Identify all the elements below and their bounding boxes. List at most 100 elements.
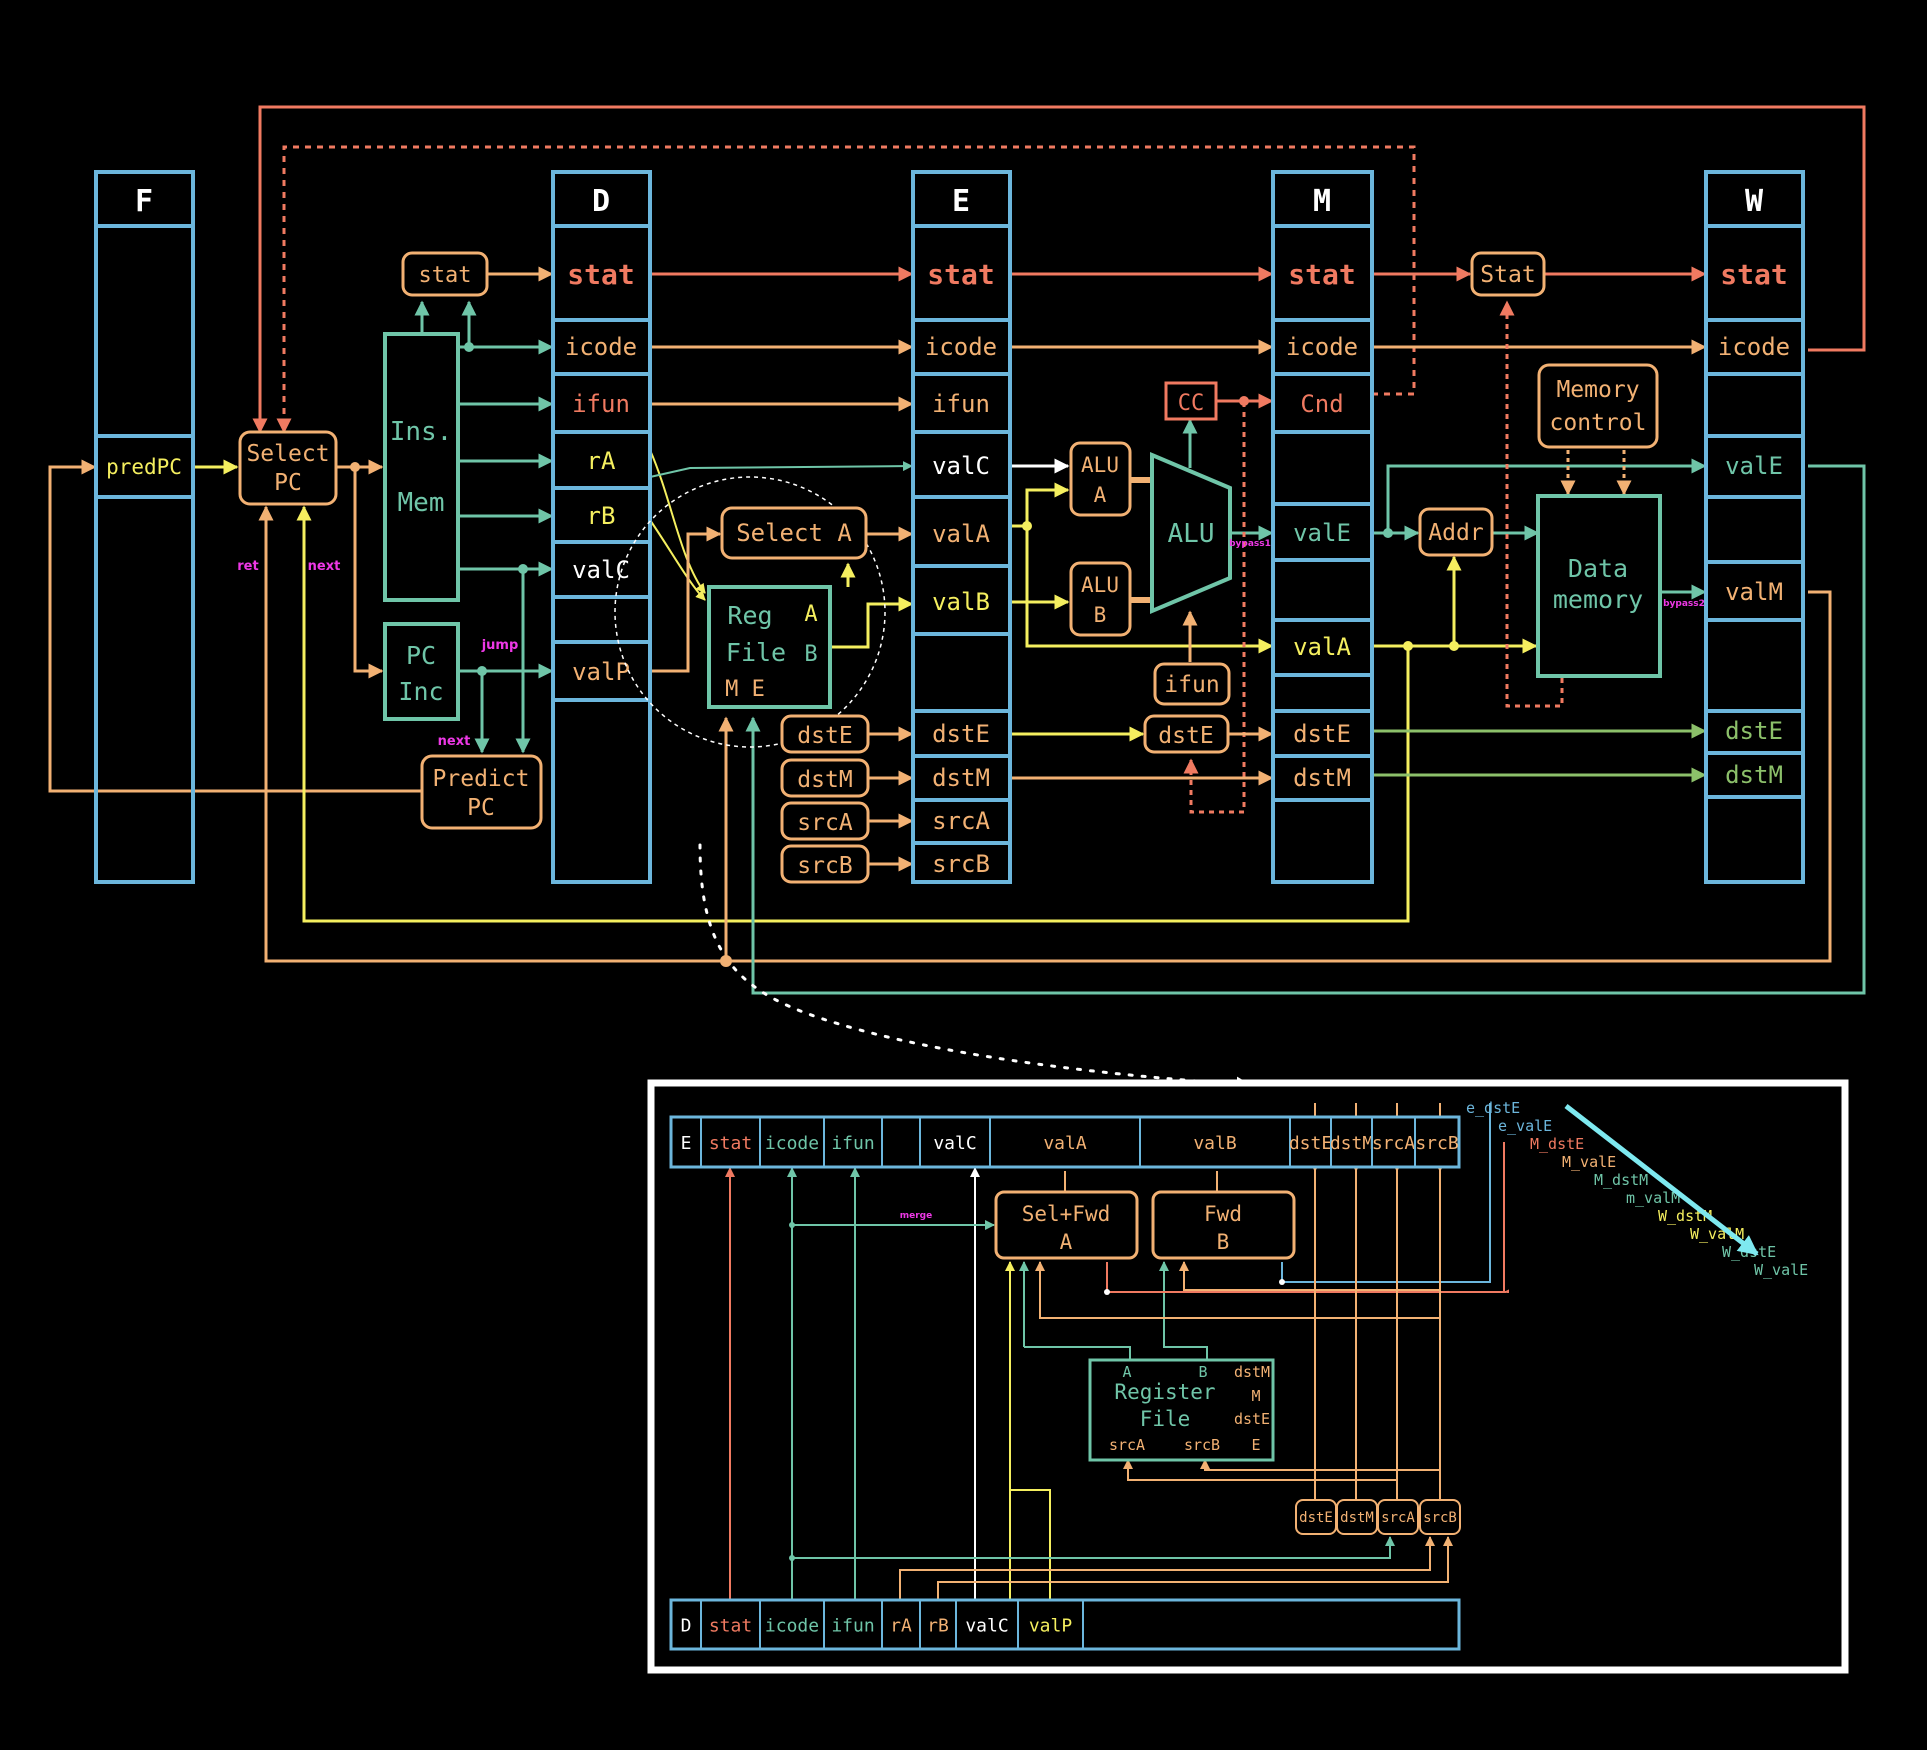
inset-regfile-b: B xyxy=(1198,1363,1207,1381)
wire-zoom-link xyxy=(698,843,1252,1092)
priority-item: e_valE xyxy=(1498,1117,1552,1135)
alu-a-box xyxy=(1069,441,1132,517)
stage-m-cnd: Cnd xyxy=(1300,390,1343,418)
stage-d-icode: icode xyxy=(565,333,637,361)
sel-fwd-box xyxy=(994,1190,1139,1260)
mem-ctrl-box xyxy=(1537,363,1659,449)
zoom-circle xyxy=(614,476,886,748)
mem-ctrl-label-2: control xyxy=(1550,410,1647,436)
dot-pcinc xyxy=(477,666,487,676)
stage-d-valc: valC xyxy=(572,556,630,584)
stage-m: M stat icode Cnd valE valA dstE dstM xyxy=(1271,170,1374,884)
select-a-label: Select A xyxy=(736,519,852,547)
mem-ctrl-label-1: Memory xyxy=(1556,377,1639,403)
dot-vala xyxy=(1022,521,1032,531)
inset-regfile-srca: srcA xyxy=(1109,1436,1145,1454)
inset-regfile-a: A xyxy=(1122,1363,1131,1381)
inset-d-cells-cell: valC xyxy=(965,1616,1008,1637)
dste-box-label: dstE xyxy=(797,723,852,749)
dot-valm xyxy=(720,955,732,967)
wire-vale-loop xyxy=(745,464,1866,995)
select-a-box xyxy=(720,506,868,560)
inset-d-cells-cell: icode xyxy=(765,1616,819,1637)
inset-regfile-label-1: Register xyxy=(1114,1380,1215,1404)
reg-file-label-2: File xyxy=(726,638,786,667)
inset-bottom-reg-label: dstM xyxy=(1340,1510,1374,1526)
alu-shape xyxy=(1150,451,1232,615)
wire-rb-regfile xyxy=(649,519,706,601)
inset-d-cells-cell: ifun xyxy=(831,1616,874,1637)
stage-w-valm: valM xyxy=(1725,578,1783,606)
reg-file-port-b: B xyxy=(804,642,817,667)
stage-f-title: F xyxy=(135,184,153,219)
dot-im-icode xyxy=(464,342,474,352)
wire-predict-predpc xyxy=(48,459,422,793)
stage-w-dstm: dstM xyxy=(1725,761,1783,789)
inset-regfile-dste: dstE xyxy=(1234,1410,1270,1428)
alu-a-label-1: ALU xyxy=(1081,453,1119,477)
decode-logic: Select A Reg A File B M E dstE dstM srcA… xyxy=(614,476,886,884)
stage-m-dste: dstE xyxy=(1293,720,1351,748)
next-label-1: next xyxy=(308,559,341,574)
inset-e-cells-cell: valA xyxy=(1043,1133,1087,1154)
wire-vala-m xyxy=(1010,524,1274,654)
stage-d-stat: stat xyxy=(567,258,634,291)
dstm-box-label: dstM xyxy=(797,767,852,793)
reg-file-box xyxy=(707,585,832,709)
priority-item: e_dstE xyxy=(1466,1099,1520,1117)
stage-w-title: W xyxy=(1745,184,1764,219)
wire-vale-w xyxy=(1386,458,1707,533)
priority-item: M_dstM xyxy=(1594,1171,1648,1189)
bypass1-label: bypass1 xyxy=(1229,539,1271,549)
reg-file-port-a: A xyxy=(804,602,817,627)
wire-ra-regfile xyxy=(649,449,706,594)
wire-vala-alua xyxy=(1025,482,1070,526)
wire-regfile-valb xyxy=(830,596,914,649)
stage-e-dstm: dstM xyxy=(932,764,990,792)
stage-m-stat: stat xyxy=(1288,258,1355,291)
inset-dots xyxy=(789,1222,1285,1561)
stage-d-ra: rA xyxy=(587,447,616,475)
inset-e-cells-cell: icode xyxy=(765,1133,819,1154)
inset-e-cells-cell: srcB xyxy=(1415,1133,1458,1154)
stage-e: E stat icode ifun valC valA valB dstE ds… xyxy=(911,170,1012,884)
inset-e-cells-cell: valC xyxy=(933,1133,976,1154)
stage-e-stat: stat xyxy=(927,258,994,291)
stage-m-icode: icode xyxy=(1286,333,1358,361)
data-mem-box xyxy=(1536,494,1662,678)
inset-regfile-srcb: srcB xyxy=(1184,1436,1220,1454)
dot-vala-m1 xyxy=(1403,641,1413,651)
dot-cnd xyxy=(1239,396,1249,406)
stage-d-box xyxy=(551,170,652,884)
wire-dmem-stat xyxy=(1499,300,1564,708)
priority-item: M_valE xyxy=(1562,1153,1616,1171)
wire-w-icode-loop xyxy=(252,105,1866,434)
wire-cnd-dste-dashed xyxy=(1183,402,1246,814)
addr-label: Addr xyxy=(1428,520,1483,546)
e-dste-box xyxy=(1143,714,1230,754)
stage-e-icode: icode xyxy=(925,333,997,361)
alu-a-label-2: A xyxy=(1094,483,1107,507)
stage-e-valb: valB xyxy=(932,588,990,616)
jump-label: jump xyxy=(481,638,519,653)
annotations: ret next jump next xyxy=(237,559,518,749)
stage-e-box xyxy=(911,170,1012,884)
ret-label: ret xyxy=(237,559,258,574)
e-dste-label: dstE xyxy=(1158,723,1213,749)
priority-item: M_dstE xyxy=(1530,1135,1584,1153)
stat-m-label: Stat xyxy=(1480,262,1535,288)
dot-selpc xyxy=(350,462,360,472)
stage-w-stat: stat xyxy=(1720,258,1787,291)
stage-w-dste: dstE xyxy=(1725,717,1783,745)
priority-item: W_valM xyxy=(1690,1225,1744,1243)
srcb-box xyxy=(780,844,870,884)
reg-file-label-3: M E xyxy=(725,677,765,702)
srca-box-label: srcA xyxy=(797,810,853,836)
inset-wires xyxy=(725,1103,1509,1602)
merge-label: merge xyxy=(900,1211,932,1221)
pc-inc-box xyxy=(383,622,460,721)
stage-d-title: D xyxy=(592,184,610,219)
fwd-b-box xyxy=(1151,1190,1296,1260)
